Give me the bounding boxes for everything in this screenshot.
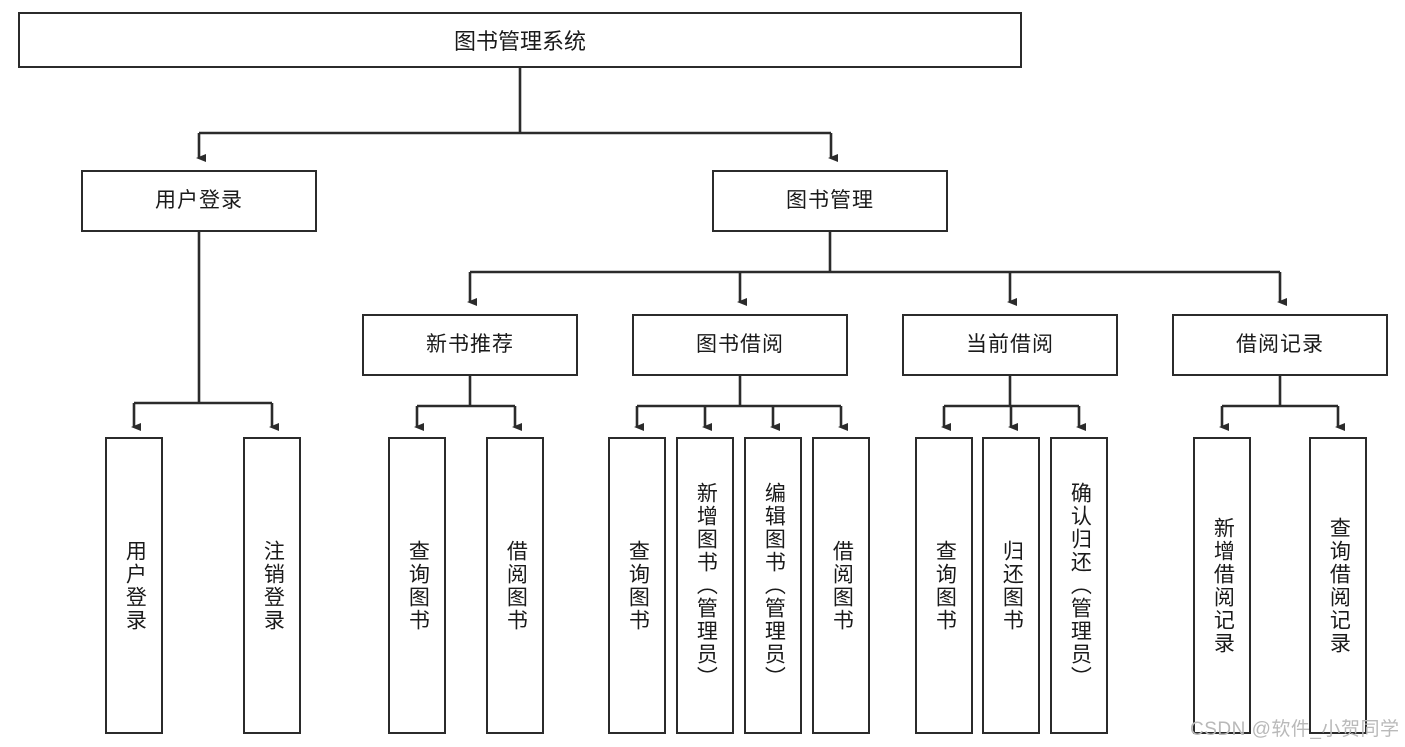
node-leaf-query-record[interactable]: 查询借阅记录 (1309, 437, 1367, 734)
node-current-borrow[interactable]: 当前借阅 (902, 314, 1118, 376)
node-leaf-confirm-return-label: 确认归还（管理员） (1068, 482, 1092, 689)
node-leaf-query-book-2-label: 查询图书 (626, 539, 650, 632)
node-leaf-borrow-book-2-label: 借阅图书 (830, 539, 854, 632)
node-new-book-rec-label: 新书推荐 (426, 333, 514, 357)
node-leaf-borrow-book-2[interactable]: 借阅图书 (812, 437, 870, 734)
node-leaf-user-login[interactable]: 用户登录 (105, 437, 163, 734)
node-leaf-borrow-book-1[interactable]: 借阅图书 (486, 437, 544, 734)
node-leaf-query-book-1[interactable]: 查询图书 (388, 437, 446, 734)
node-leaf-query-book-3-label: 查询图书 (933, 539, 957, 632)
node-leaf-query-record-label: 查询借阅记录 (1327, 516, 1351, 655)
node-borrow-record[interactable]: 借阅记录 (1172, 314, 1388, 376)
node-user-login-label: 用户登录 (155, 189, 243, 213)
node-leaf-edit-book[interactable]: 编辑图书（管理员） (744, 437, 802, 734)
node-leaf-return-book-label: 归还图书 (1000, 539, 1024, 632)
node-leaf-logout[interactable]: 注销登录 (243, 437, 301, 734)
node-book-manage[interactable]: 图书管理 (712, 170, 948, 232)
node-book-manage-label: 图书管理 (786, 189, 874, 213)
watermark: CSDN @软件_小贺同学 (1190, 719, 1400, 740)
node-leaf-add-record-label: 新增借阅记录 (1211, 516, 1235, 655)
node-borrow-record-label: 借阅记录 (1236, 333, 1324, 357)
node-leaf-return-book[interactable]: 归还图书 (982, 437, 1040, 734)
node-leaf-query-book-1-label: 查询图书 (406, 539, 430, 632)
node-leaf-borrow-book-1-label: 借阅图书 (504, 539, 528, 632)
node-book-borrow-label: 图书借阅 (696, 333, 784, 357)
node-leaf-add-record[interactable]: 新增借阅记录 (1193, 437, 1251, 734)
node-new-book-rec[interactable]: 新书推荐 (362, 314, 578, 376)
node-leaf-add-book[interactable]: 新增图书（管理员） (676, 437, 734, 734)
node-leaf-confirm-return[interactable]: 确认归还（管理员） (1050, 437, 1108, 734)
node-leaf-add-book-label: 新增图书（管理员） (694, 482, 718, 689)
node-user-login[interactable]: 用户登录 (81, 170, 317, 232)
node-leaf-edit-book-label: 编辑图书（管理员） (762, 482, 786, 689)
node-current-borrow-label: 当前借阅 (966, 333, 1054, 357)
node-leaf-user-login-label: 用户登录 (123, 539, 147, 632)
node-root[interactable]: 图书管理系统 (18, 12, 1022, 68)
node-book-borrow[interactable]: 图书借阅 (632, 314, 848, 376)
node-leaf-query-book-2[interactable]: 查询图书 (608, 437, 666, 734)
node-leaf-logout-label: 注销登录 (261, 539, 285, 632)
node-root-label: 图书管理系统 (453, 29, 586, 54)
node-leaf-query-book-3[interactable]: 查询图书 (915, 437, 973, 734)
